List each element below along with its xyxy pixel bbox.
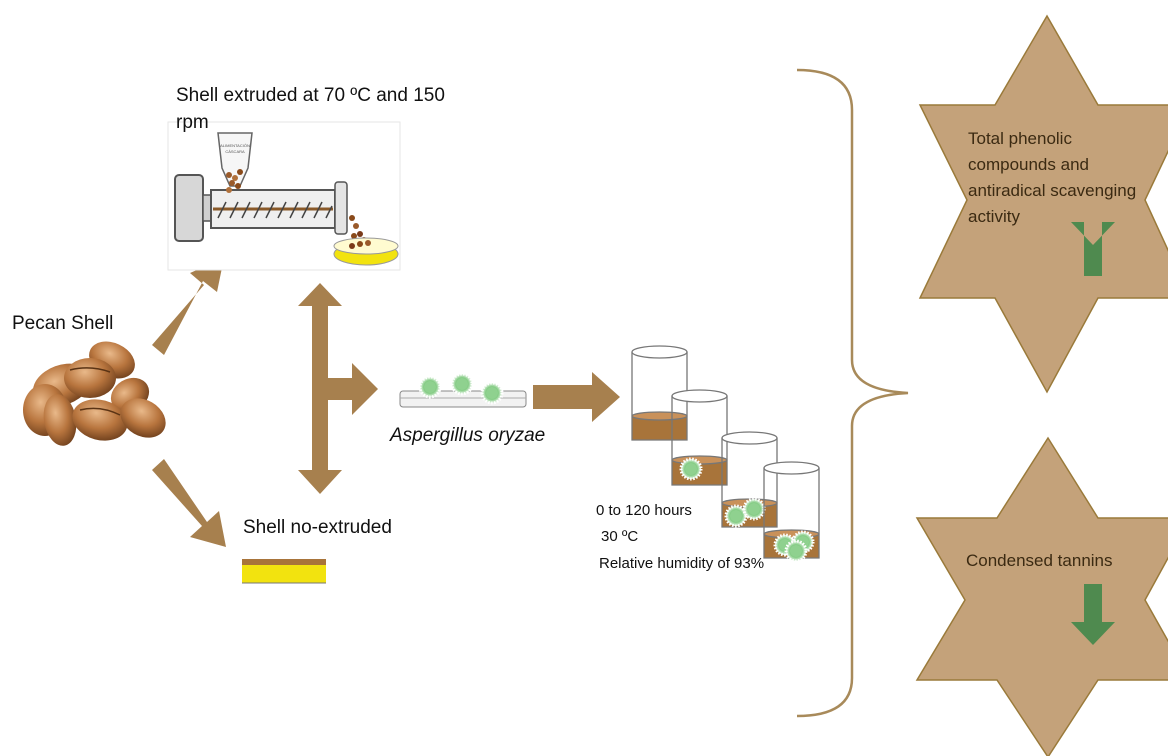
fungus-petri-dish	[399, 372, 527, 408]
pecan-shells-image	[23, 341, 166, 446]
star-phenolic	[918, 14, 1168, 394]
tannins-result-label: Condensed tannins	[966, 551, 1113, 570]
double-arrow-with-branch	[298, 283, 378, 494]
fermentation-jars	[631, 345, 820, 563]
arrow-to-no-extruded	[152, 459, 226, 547]
pecan-shell-label: Pecan Shell	[12, 313, 114, 334]
extruder-image: ALIMENTACIÓN CÁSCARA	[167, 121, 401, 271]
phenolic-line-4: activity	[968, 207, 1020, 226]
phenolic-line-2: compounds and	[968, 155, 1089, 174]
phenolic-result-label: Total phenolic compounds and antiradical…	[968, 126, 1136, 230]
extruded-label-line2: rpm	[176, 112, 209, 133]
fungus-label: Aspergillus oryzae	[390, 425, 546, 446]
star-tannins	[915, 436, 1168, 756]
curly-bracket	[796, 68, 909, 718]
condition-temperature: 30 ºC	[601, 528, 639, 545]
phenolic-line-1: Total phenolic	[968, 129, 1072, 148]
no-extruded-petri-dish	[242, 559, 326, 584]
feeder-label: ALIMENTACIÓN	[220, 143, 250, 148]
trend-up-arrow-icon	[1071, 222, 1115, 276]
trend-down-arrow-icon	[1071, 584, 1115, 645]
phenolic-line-3: antiradical scavenging	[968, 181, 1137, 200]
condition-humidity: Relative humidity of 93%	[599, 555, 765, 572]
no-extruded-label: Shell no-extruded	[243, 517, 392, 538]
extruded-label-line1: Shell extruded at 70 ºC and 150	[176, 85, 445, 106]
arrow-to-fermentation	[533, 372, 620, 422]
arrow-to-extruded	[152, 258, 224, 355]
condition-time: 0 to 120 hours	[596, 502, 692, 519]
feeder-label-2: CÁSCARA	[225, 149, 245, 154]
extruded-shell-label: Shell extruded at 70 ºC and 150 rpm	[176, 82, 445, 136]
